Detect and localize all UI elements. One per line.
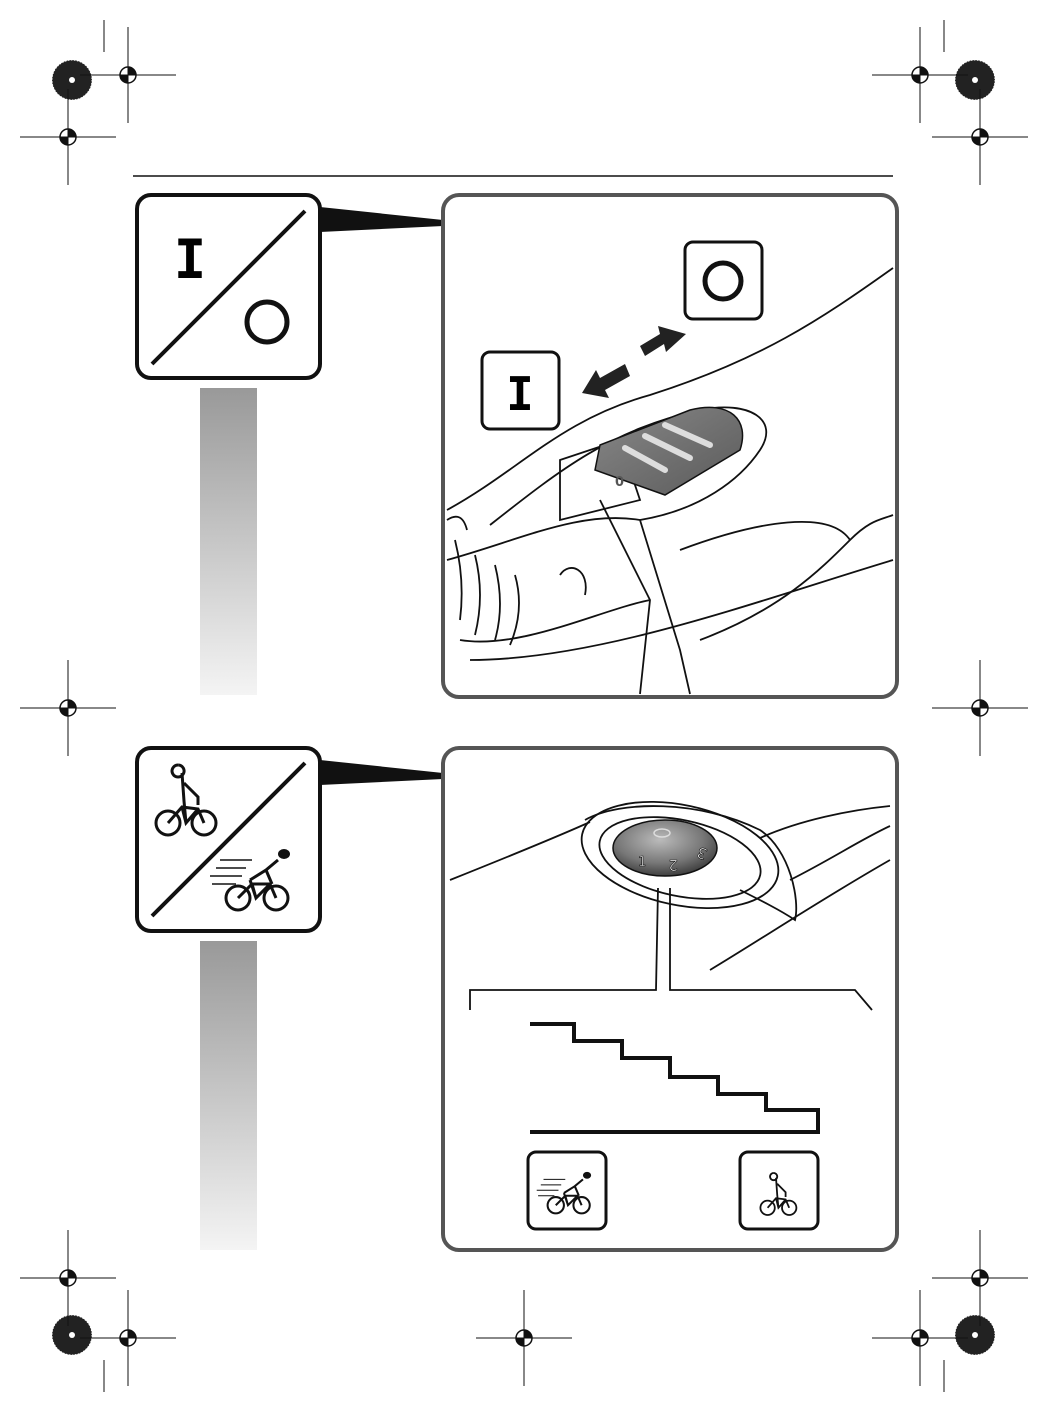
on-label: I [506, 367, 534, 421]
tool-top-drawing [449, 800, 891, 1011]
switch-marking: 0 [615, 475, 624, 490]
arrow-to-off-icon [640, 326, 686, 356]
dial-number-2: 2 [668, 856, 678, 874]
speed-dial[interactable] [612, 819, 718, 877]
off-label-box [683, 240, 764, 321]
gradient-bar [200, 941, 257, 1250]
slow-speed-box [738, 1150, 820, 1231]
off-label-circle [702, 260, 744, 302]
speed-section: 1 2 3 [135, 746, 899, 1252]
on-off-section: I 0 I [135, 193, 899, 699]
arrow-to-on-icon [582, 364, 630, 398]
switch-slider[interactable] [594, 406, 744, 496]
on-symbol: I [174, 228, 207, 291]
dial-number-1: 1 [638, 855, 646, 870]
tool-body-drawing [446, 267, 894, 695]
on-label-box [480, 350, 561, 431]
speed-staircase [530, 1022, 820, 1134]
gradient-bar [200, 388, 257, 695]
switch-grip-ridges [622, 422, 713, 473]
off-symbol [244, 299, 290, 345]
registration-marks [19, 20, 1029, 1392]
speed-panel [441, 746, 899, 1252]
